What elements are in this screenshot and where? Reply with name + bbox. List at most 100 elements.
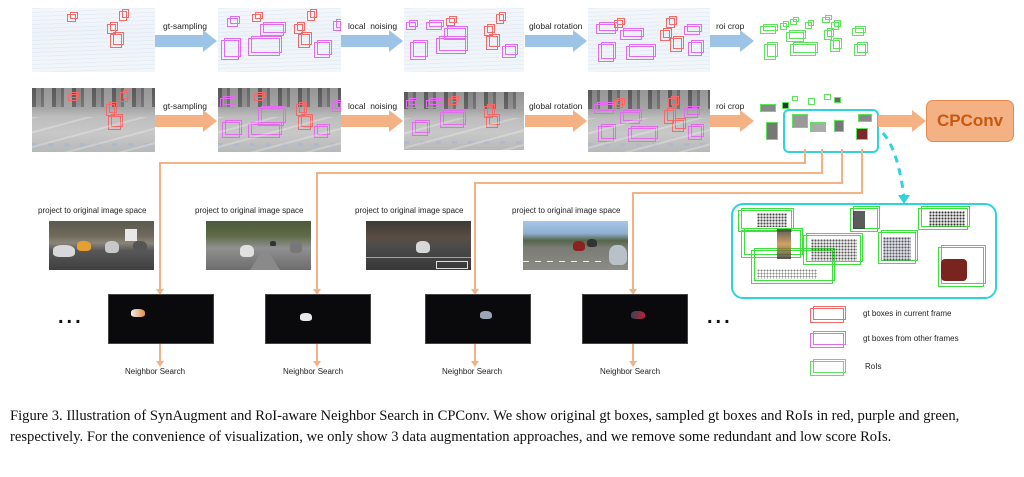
gt-box-other bbox=[620, 28, 644, 40]
step-label-local-noising-row2: local noising bbox=[348, 101, 398, 111]
roi-box bbox=[786, 30, 806, 42]
gt-box-other bbox=[248, 36, 282, 56]
arrow-right-icon bbox=[878, 110, 926, 132]
road-marking bbox=[523, 261, 603, 262]
neighbor-search-label: Neighbor Search bbox=[442, 367, 503, 376]
roi-box bbox=[854, 42, 868, 56]
roi-crop-patch bbox=[760, 104, 776, 112]
image-panel-global-rotated bbox=[588, 90, 710, 152]
gt-box-current bbox=[298, 32, 312, 48]
red-box-icon bbox=[809, 304, 849, 323]
gt-box-current bbox=[614, 18, 625, 28]
gt-box-other bbox=[684, 24, 702, 35]
legend-label: gt boxes from other frames bbox=[863, 333, 959, 343]
arrow-right-icon bbox=[710, 30, 754, 52]
car-shape bbox=[240, 245, 254, 257]
car-shape bbox=[416, 241, 430, 253]
masked-image-4 bbox=[582, 294, 688, 344]
project-label: project to original image space bbox=[195, 206, 304, 215]
roi-crop-patch bbox=[834, 97, 841, 103]
roi-crop-patch bbox=[858, 114, 872, 122]
gt-box-current bbox=[484, 24, 495, 36]
arrow-right-icon bbox=[341, 110, 403, 132]
purple-box-icon bbox=[809, 329, 849, 348]
roi-crop-patch bbox=[792, 114, 808, 128]
gt-box-current bbox=[614, 98, 625, 108]
gt-box-other bbox=[502, 44, 518, 58]
gt-box-current bbox=[254, 92, 265, 101]
point-cloud-patch bbox=[811, 239, 857, 261]
car-shape bbox=[105, 241, 119, 253]
gt-box-other bbox=[227, 16, 240, 27]
roi-crop-patch bbox=[782, 102, 789, 109]
arrow-right-icon bbox=[155, 110, 217, 132]
gt-box-current bbox=[298, 114, 313, 130]
step-label-global-rotation: global rotation bbox=[529, 21, 583, 31]
gt-box-other bbox=[440, 110, 466, 128]
point-cloud-patch bbox=[929, 211, 965, 227]
gt-box-current bbox=[110, 32, 124, 48]
roi-box bbox=[824, 28, 834, 40]
step-label-local-noising: local noising bbox=[348, 21, 398, 31]
car-shape bbox=[131, 309, 145, 317]
gt-box-other bbox=[412, 120, 430, 136]
neighbor-search-label: Neighbor Search bbox=[125, 367, 186, 376]
point-cloud-patch bbox=[757, 269, 817, 279]
point-cloud-patch bbox=[853, 211, 865, 229]
roi-box bbox=[831, 20, 841, 30]
car-shape bbox=[290, 241, 302, 253]
step-label-roi-crop-row2: roi crop bbox=[716, 101, 745, 111]
car-shape bbox=[270, 241, 276, 246]
step-label-gt-sampling-row2: gt-sampling bbox=[163, 101, 207, 111]
arrow-right-icon bbox=[710, 110, 754, 132]
roi-box bbox=[790, 42, 818, 56]
gt-box-current bbox=[296, 102, 307, 116]
original-image-1 bbox=[49, 221, 154, 270]
step-label-global-rotation-row2: global rotation bbox=[529, 101, 583, 111]
cpconv-module: CPConv bbox=[926, 100, 1014, 142]
gt-box-current bbox=[67, 12, 78, 22]
roi-crop-patch bbox=[792, 96, 798, 101]
gt-box-other bbox=[436, 36, 468, 54]
point-cloud-patch bbox=[757, 213, 787, 227]
gt-box-other bbox=[222, 120, 242, 138]
lidar-panel-original bbox=[32, 8, 155, 72]
roi-box bbox=[790, 17, 799, 25]
gt-box-current bbox=[672, 118, 686, 132]
gt-box-current bbox=[252, 12, 263, 22]
gt-box-other bbox=[426, 20, 444, 30]
gt-box-current bbox=[108, 114, 123, 130]
gt-box-other bbox=[688, 124, 704, 140]
step-label-roi-crop: roi crop bbox=[716, 21, 745, 31]
gt-box-other bbox=[333, 19, 341, 31]
legend-item-gt-current: gt boxes in current frame bbox=[809, 304, 951, 323]
masked-image-1 bbox=[108, 294, 214, 344]
gt-box-other bbox=[626, 44, 656, 60]
point-cloud-patch bbox=[777, 229, 791, 259]
car-shape bbox=[609, 245, 627, 265]
roi-crop-patch bbox=[834, 120, 844, 132]
image-panel-roi-cropped bbox=[758, 92, 888, 152]
gt-box-current bbox=[486, 34, 500, 50]
lidar-panel-roi-cropped bbox=[758, 10, 878, 66]
image-panel-gt-sampled bbox=[218, 88, 341, 152]
arrow-right-icon bbox=[525, 110, 587, 132]
gt-box-other bbox=[332, 100, 341, 112]
gt-box-current bbox=[307, 9, 317, 21]
project-label: project to original image space bbox=[512, 206, 621, 215]
car-shape bbox=[631, 311, 645, 319]
gt-box-other bbox=[221, 38, 241, 60]
project-label: project to original image space bbox=[355, 206, 464, 215]
gt-box-other bbox=[598, 42, 616, 62]
original-image-4 bbox=[523, 221, 628, 270]
masked-image-3 bbox=[425, 294, 531, 344]
gt-box-current bbox=[666, 16, 677, 28]
gt-box-current bbox=[120, 90, 130, 102]
gt-box-current bbox=[107, 22, 118, 34]
gt-box-other bbox=[260, 22, 286, 36]
car-shape bbox=[300, 313, 312, 321]
step-label-gt-sampling: gt-sampling bbox=[163, 21, 207, 31]
gt-box-current bbox=[448, 96, 459, 105]
original-image-3 bbox=[366, 221, 471, 270]
car-shape bbox=[587, 239, 597, 247]
